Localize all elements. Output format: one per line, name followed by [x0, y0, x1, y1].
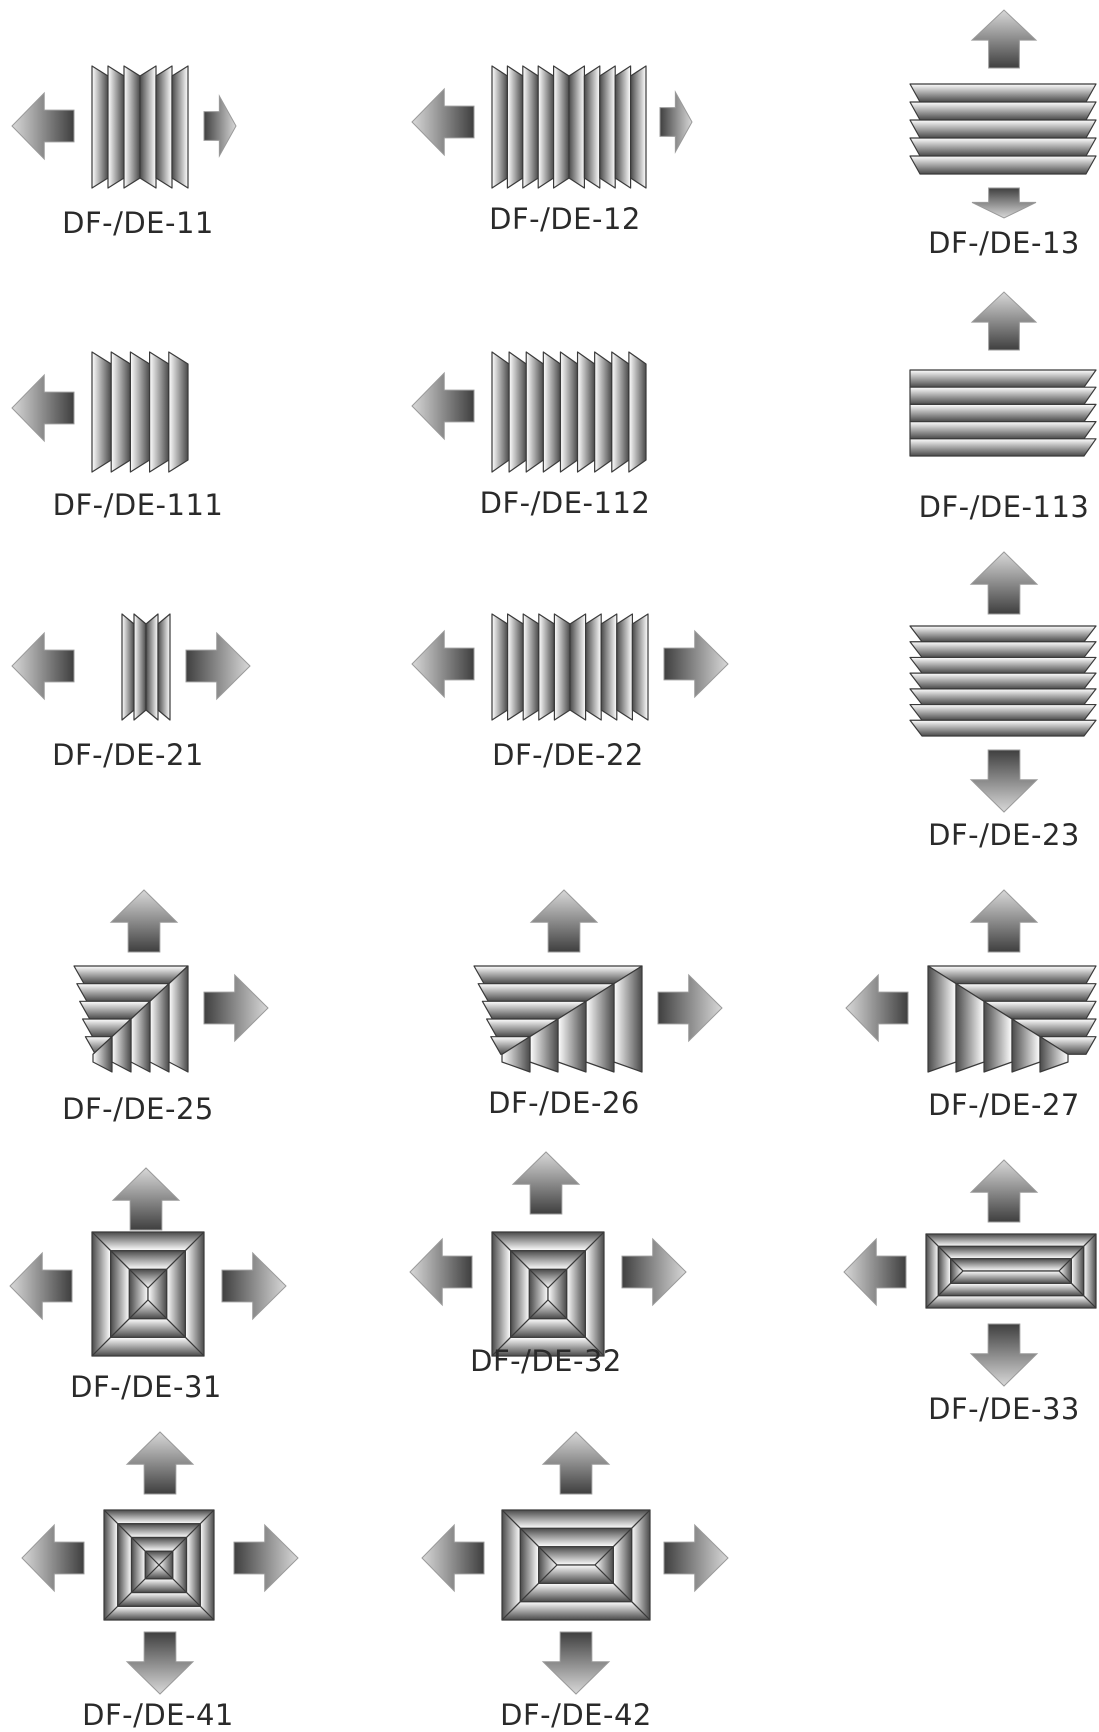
arrow-right-icon — [203, 973, 269, 1043]
arrow-up-icon — [969, 1159, 1039, 1223]
bellows-figure-df-de-27 — [845, 889, 1097, 1073]
arrow-right-icon — [221, 1251, 287, 1321]
arrow-left-icon — [845, 973, 909, 1043]
arrow-right-icon — [663, 629, 729, 699]
figure-label: DF-/DE-23 — [928, 818, 1080, 852]
bellows-figure-df-de-112 — [411, 351, 647, 473]
bellows-figure-df-de-113 — [909, 291, 1097, 457]
figure-label: DF-/DE-111 — [52, 488, 224, 522]
arrow-left-icon — [11, 91, 75, 161]
bellows-figure-df-de-31 — [9, 1167, 287, 1357]
bellows-figure-df-de-42 — [421, 1431, 729, 1695]
arrow-right-icon — [663, 1523, 729, 1593]
arrow-down-icon — [969, 749, 1039, 813]
bellows-figure-df-de-22 — [411, 613, 729, 721]
bellows-figure-df-de-32 — [409, 1151, 687, 1357]
figure-label: DF-/DE-21 — [52, 738, 204, 772]
arrow-left-icon — [421, 1523, 485, 1593]
figure-label: DF-/DE-12 — [489, 202, 641, 236]
bellows-figure-df-de-25 — [73, 889, 269, 1073]
arrow-down-icon — [969, 1323, 1039, 1387]
figure-label: DF-/DE-26 — [488, 1086, 640, 1120]
arrow-up-icon — [109, 889, 179, 953]
bellows-figure-df-de-12 — [411, 65, 693, 189]
arrow-up-icon — [969, 889, 1039, 953]
bellows-figure-df-de-111 — [11, 351, 189, 473]
figure-label: DF-/DE-32 — [470, 1344, 622, 1378]
figure-label: DF-/DE-11 — [62, 206, 214, 240]
bellows-figure-df-de-13 — [909, 9, 1097, 219]
arrow-right-icon — [185, 631, 251, 701]
figure-label: DF-/DE-112 — [479, 486, 651, 520]
bellows-figure-df-de-33 — [843, 1159, 1097, 1387]
bellows-figure-df-de-23 — [909, 551, 1097, 813]
arrow-up-icon — [111, 1167, 181, 1231]
arrow-left-icon — [11, 373, 75, 443]
arrow-down-icon — [541, 1631, 611, 1695]
arrow-up-icon — [125, 1431, 195, 1495]
figure-label: DF-/DE-25 — [62, 1092, 214, 1126]
arrow-right-icon — [203, 94, 237, 158]
arrow-up-icon — [969, 551, 1039, 615]
arrow-left-icon — [843, 1237, 907, 1307]
arrow-up-icon — [529, 889, 599, 953]
arrow-left-icon — [411, 629, 475, 699]
arrow-up-icon — [970, 9, 1038, 69]
figure-label: DF-/DE-41 — [82, 1698, 234, 1732]
bellows-figure-df-de-11 — [11, 65, 237, 189]
bellows-figure-df-de-21 — [11, 613, 251, 721]
arrow-left-icon — [411, 371, 475, 441]
arrow-down-icon — [125, 1631, 195, 1695]
arrow-left-icon — [9, 1251, 73, 1321]
figure-label: DF-/DE-42 — [500, 1698, 652, 1732]
arrow-up-icon — [541, 1431, 611, 1495]
arrow-right-icon — [659, 90, 693, 154]
arrow-right-icon — [233, 1523, 299, 1593]
arrow-left-icon — [409, 1237, 473, 1307]
arrow-left-icon — [11, 631, 75, 701]
figure-label: DF-/DE-33 — [928, 1392, 1080, 1426]
bellows-figure-df-de-26 — [473, 889, 723, 1073]
arrow-right-icon — [657, 973, 723, 1043]
bellows-figure-df-de-41 — [21, 1431, 299, 1695]
figure-label: DF-/DE-13 — [928, 226, 1080, 260]
figure-label: DF-/DE-27 — [928, 1088, 1080, 1122]
arrow-left-icon — [21, 1523, 85, 1593]
arrow-left-icon — [411, 87, 475, 157]
arrow-right-icon — [621, 1237, 687, 1307]
figure-label: DF-/DE-113 — [918, 490, 1090, 524]
arrow-up-icon — [970, 291, 1038, 351]
figure-label: DF-/DE-22 — [492, 738, 644, 772]
arrow-down-icon — [971, 187, 1037, 219]
figure-label: DF-/DE-31 — [70, 1370, 222, 1404]
arrow-up-icon — [511, 1151, 581, 1215]
